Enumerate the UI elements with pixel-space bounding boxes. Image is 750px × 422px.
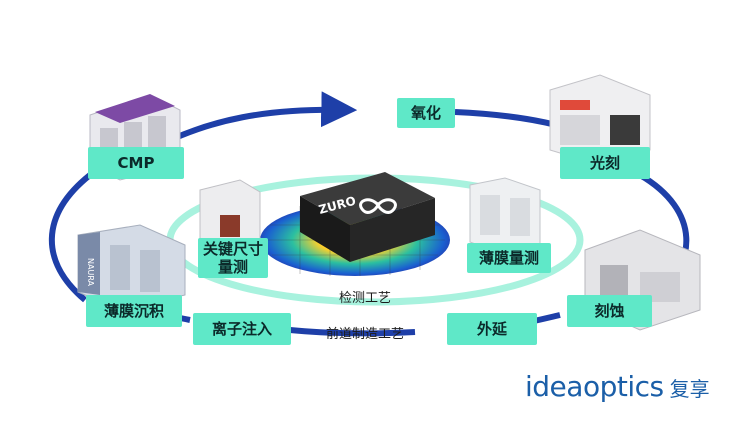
deposition-equipment-image [77,224,186,311]
step-label-oxidation: 氧化 [397,98,455,128]
step-label-thin-film-deposition: 薄膜沉积 [86,295,182,327]
infinity-logo-icon [359,198,397,214]
naura-side-text: NAURA [86,258,95,287]
step-label-lithography: 光刻 [560,147,650,179]
step-label-cd-metrology: 关键尺寸量测 [198,238,268,278]
step-label-etching: 刻蚀 [567,295,652,327]
step-label-epitaxy: 外延 [447,313,537,345]
logo-word: ideaoptics [525,370,664,403]
outer-loop-bottom [289,327,416,337]
step-label-ion-implant: 离子注入 [193,313,291,345]
ideaoptics-logo: ideaoptics 复享 [525,370,710,403]
lithography-equipment-image [549,74,651,166]
outer-loop-left [48,172,92,303]
step-label-cmp: CMP [88,147,184,179]
inner-cycle-caption: 检测工艺 [339,291,392,306]
zuro-device [300,172,435,262]
outer-cycle-caption: 前道制造工艺 [326,327,405,342]
step-label-film-metrology: 薄膜量测 [467,243,551,273]
logo-chinese: 复享 [669,377,710,401]
